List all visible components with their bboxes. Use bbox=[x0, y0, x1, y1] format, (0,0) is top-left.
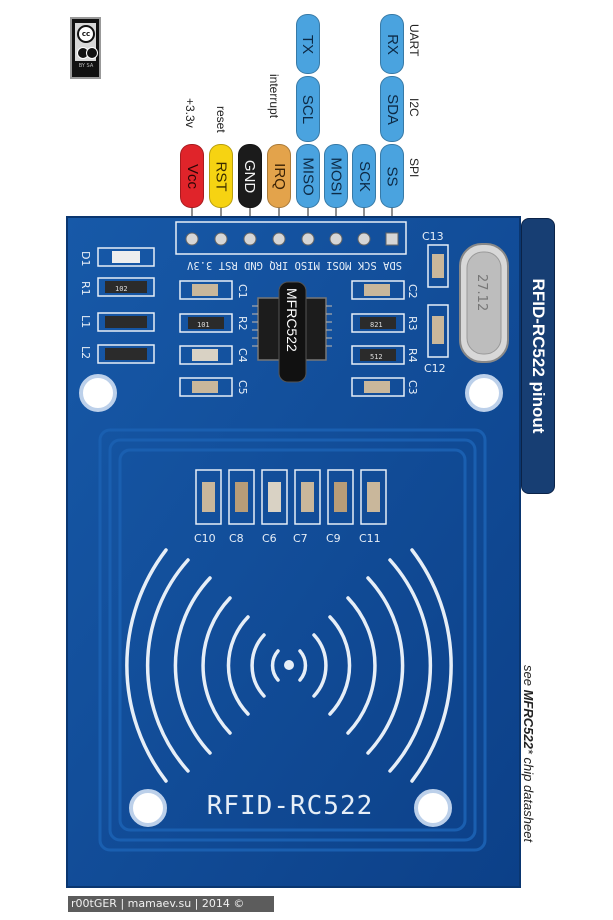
note-chip-name: MFRC522 bbox=[521, 689, 536, 749]
note-suffix: * chip datasheet bbox=[521, 748, 536, 843]
mid-right-labels: C2 R3 R4 C3 bbox=[406, 284, 419, 395]
resistor-code-r3: 821 bbox=[370, 321, 383, 329]
label-l1: L1 bbox=[79, 315, 92, 328]
tag-mosi: MOSI bbox=[324, 144, 348, 208]
tag-tx: TX bbox=[296, 14, 320, 74]
tag-rx: RX bbox=[380, 14, 404, 74]
tag-sck: SCK bbox=[352, 144, 376, 208]
label-c8: C8 bbox=[229, 532, 244, 545]
note-prefix: see bbox=[521, 665, 536, 690]
label-c11: C11 bbox=[359, 532, 381, 545]
label-c12: C12 bbox=[424, 362, 446, 375]
cc-icon: cc bbox=[77, 25, 95, 43]
tag-rst: RST bbox=[209, 144, 233, 208]
label-c5: C5 bbox=[236, 380, 249, 395]
label-r1: R1 bbox=[79, 281, 92, 296]
title-banner: RFID-RC522 pinout bbox=[521, 218, 555, 494]
header-pins bbox=[185, 232, 399, 246]
mid-left-components bbox=[179, 280, 233, 397]
label-r4: R4 bbox=[406, 348, 419, 363]
mount-hole-top-left bbox=[79, 374, 117, 412]
title-text: RFID-RC522 pinout bbox=[529, 278, 548, 434]
antenna-traces bbox=[98, 428, 487, 852]
mount-hole-bottom-right bbox=[414, 789, 452, 827]
rf-waves-icon bbox=[125, 548, 453, 783]
resistor-code-r2: 101 bbox=[197, 321, 210, 329]
label-c13: C13 bbox=[422, 230, 444, 243]
share-alike-icon bbox=[86, 47, 98, 59]
label-d1: D1 bbox=[79, 251, 92, 266]
mid-left-labels: C1 R2 C4 C5 bbox=[236, 284, 249, 395]
label-r2: R2 bbox=[236, 316, 249, 331]
label-c7: C7 bbox=[293, 532, 308, 545]
chip-label-box bbox=[278, 281, 307, 383]
resistor-code-r4: 512 bbox=[370, 353, 383, 361]
mid-right-components bbox=[351, 280, 405, 397]
left-labels: D1 R1 L1 L2 bbox=[79, 251, 92, 359]
tag-irq: IRQ bbox=[267, 144, 291, 208]
tag-ss: SS bbox=[380, 144, 404, 208]
datasheet-note: see MFRC522* chip datasheet bbox=[521, 665, 536, 842]
crystal-label: 27.12 bbox=[474, 274, 489, 311]
label-c10: C10 bbox=[194, 532, 216, 545]
tag-sda: SDA bbox=[380, 76, 404, 142]
tag-miso: MISO bbox=[296, 144, 320, 208]
left-components bbox=[97, 247, 155, 364]
tag-gnd: GND bbox=[238, 144, 262, 208]
label-c3: C3 bbox=[406, 380, 419, 395]
cc-badge-text: BY SA bbox=[78, 63, 94, 69]
tag-vcc: Vcc bbox=[180, 144, 204, 208]
label-r3: R3 bbox=[406, 316, 419, 331]
credits-footer: r00tGER | mamaev.su | 2014 © bbox=[68, 896, 274, 912]
label-l2: L2 bbox=[79, 346, 92, 359]
capacitor-row-labels: C10 C8 C6 C7 C9 C11 bbox=[194, 532, 381, 545]
label-c4: C4 bbox=[236, 348, 249, 363]
resistor-code-r1: 102 bbox=[115, 285, 128, 293]
header-outline bbox=[175, 221, 407, 255]
label-c1: C1 bbox=[236, 284, 249, 299]
mount-hole-top-right bbox=[465, 374, 503, 412]
label-c2: C2 bbox=[406, 284, 419, 299]
crystal-inner bbox=[466, 251, 502, 355]
rf-center-dot bbox=[284, 660, 294, 670]
label-c9: C9 bbox=[326, 532, 341, 545]
mount-hole-bottom-left bbox=[129, 789, 167, 827]
creative-commons-badge: cc BY SA bbox=[70, 17, 101, 79]
label-c6: C6 bbox=[262, 532, 277, 545]
capacitor-row bbox=[195, 469, 387, 525]
board-silk-name: RFID-RC522 bbox=[207, 791, 374, 821]
tag-scl: SCL bbox=[296, 76, 320, 142]
chip-label: MFRC522 bbox=[284, 288, 300, 352]
crystal-caps bbox=[427, 244, 449, 358]
header-pin-labels: SDA SCK MOSI MISO IRQ GND RST 3.3V bbox=[186, 259, 402, 271]
